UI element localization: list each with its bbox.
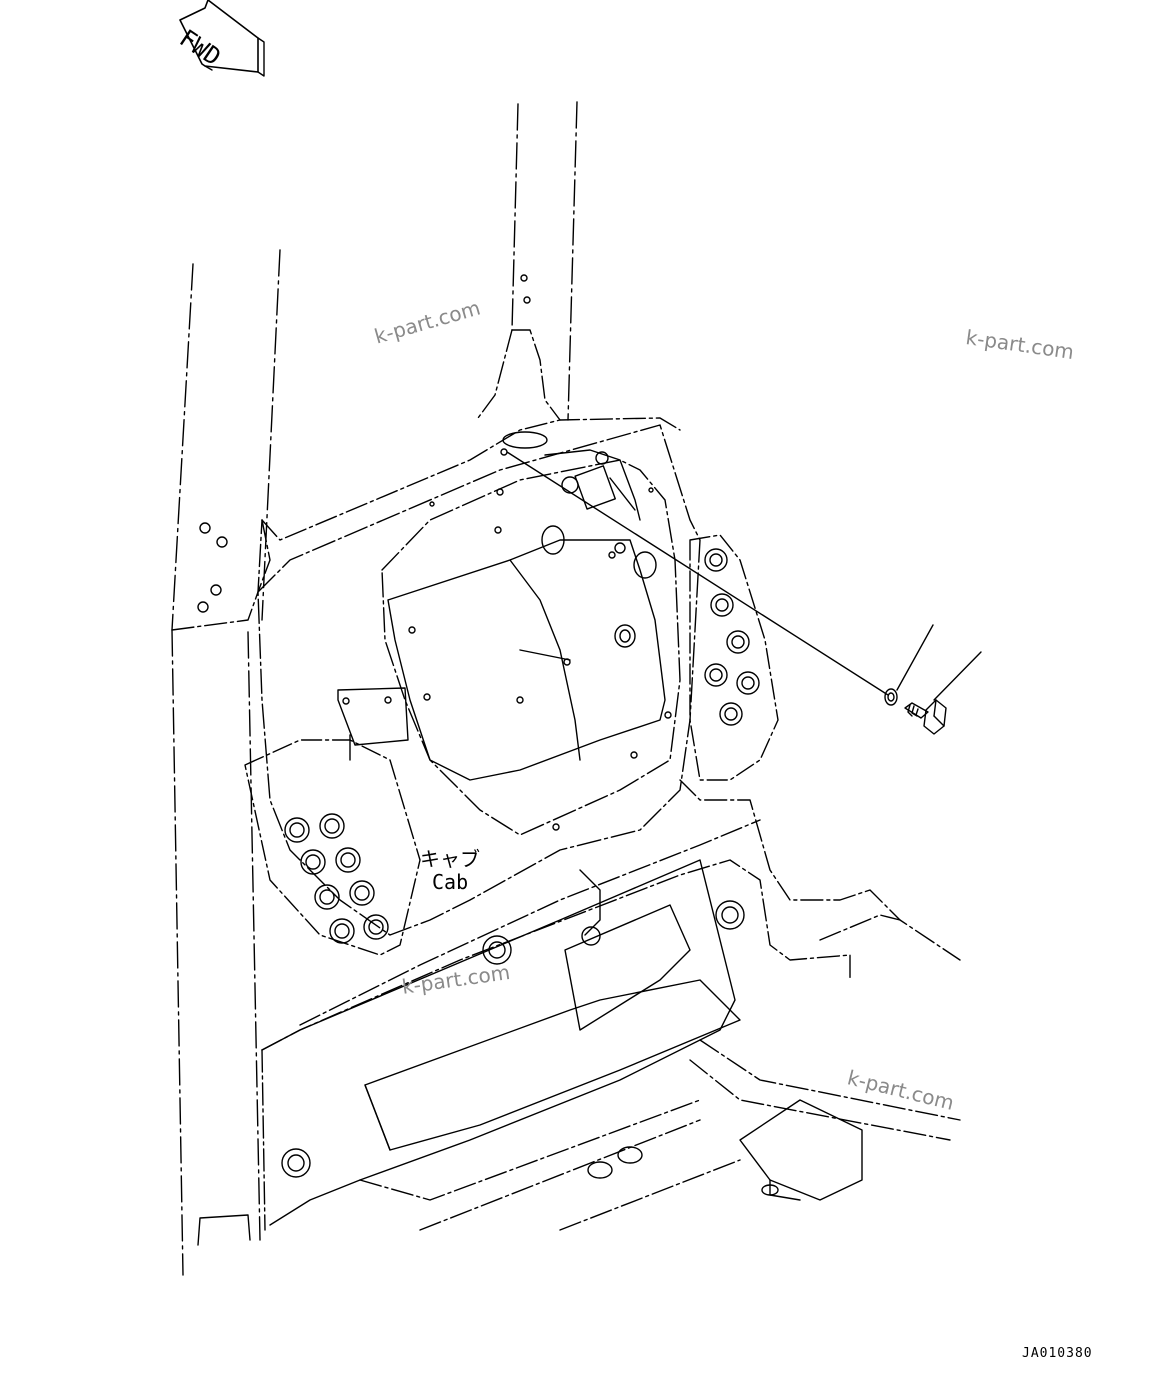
lower-frame-solid xyxy=(261,859,741,1226)
inner-panel xyxy=(387,539,666,781)
upper-frame xyxy=(171,329,681,631)
right-bolt-strip xyxy=(689,534,779,781)
mounting-bracket xyxy=(337,687,409,761)
floor-bracket xyxy=(587,1099,863,1201)
cab-label-english: Cab xyxy=(432,870,469,894)
drawing-code: JA010380 xyxy=(1022,1346,1093,1361)
cab-pillar-lines xyxy=(171,101,578,1276)
floor-rail xyxy=(359,1039,961,1231)
cab-side-panel xyxy=(257,424,701,936)
right-strip-holes xyxy=(704,548,760,726)
bolt-icon xyxy=(904,651,982,735)
panel-holes xyxy=(197,274,672,831)
knobs xyxy=(281,900,745,1178)
washer-icon xyxy=(884,624,934,706)
left-bolt-plate xyxy=(244,739,421,956)
leader-line xyxy=(506,451,889,696)
upper-bracket xyxy=(502,431,657,648)
base-bracket xyxy=(197,1214,251,1246)
left-plate-holes xyxy=(284,813,389,944)
fwd-arrow-icon xyxy=(179,0,265,77)
lower-frame xyxy=(261,779,961,1231)
cab-label-japanese: キャブ xyxy=(420,847,480,871)
